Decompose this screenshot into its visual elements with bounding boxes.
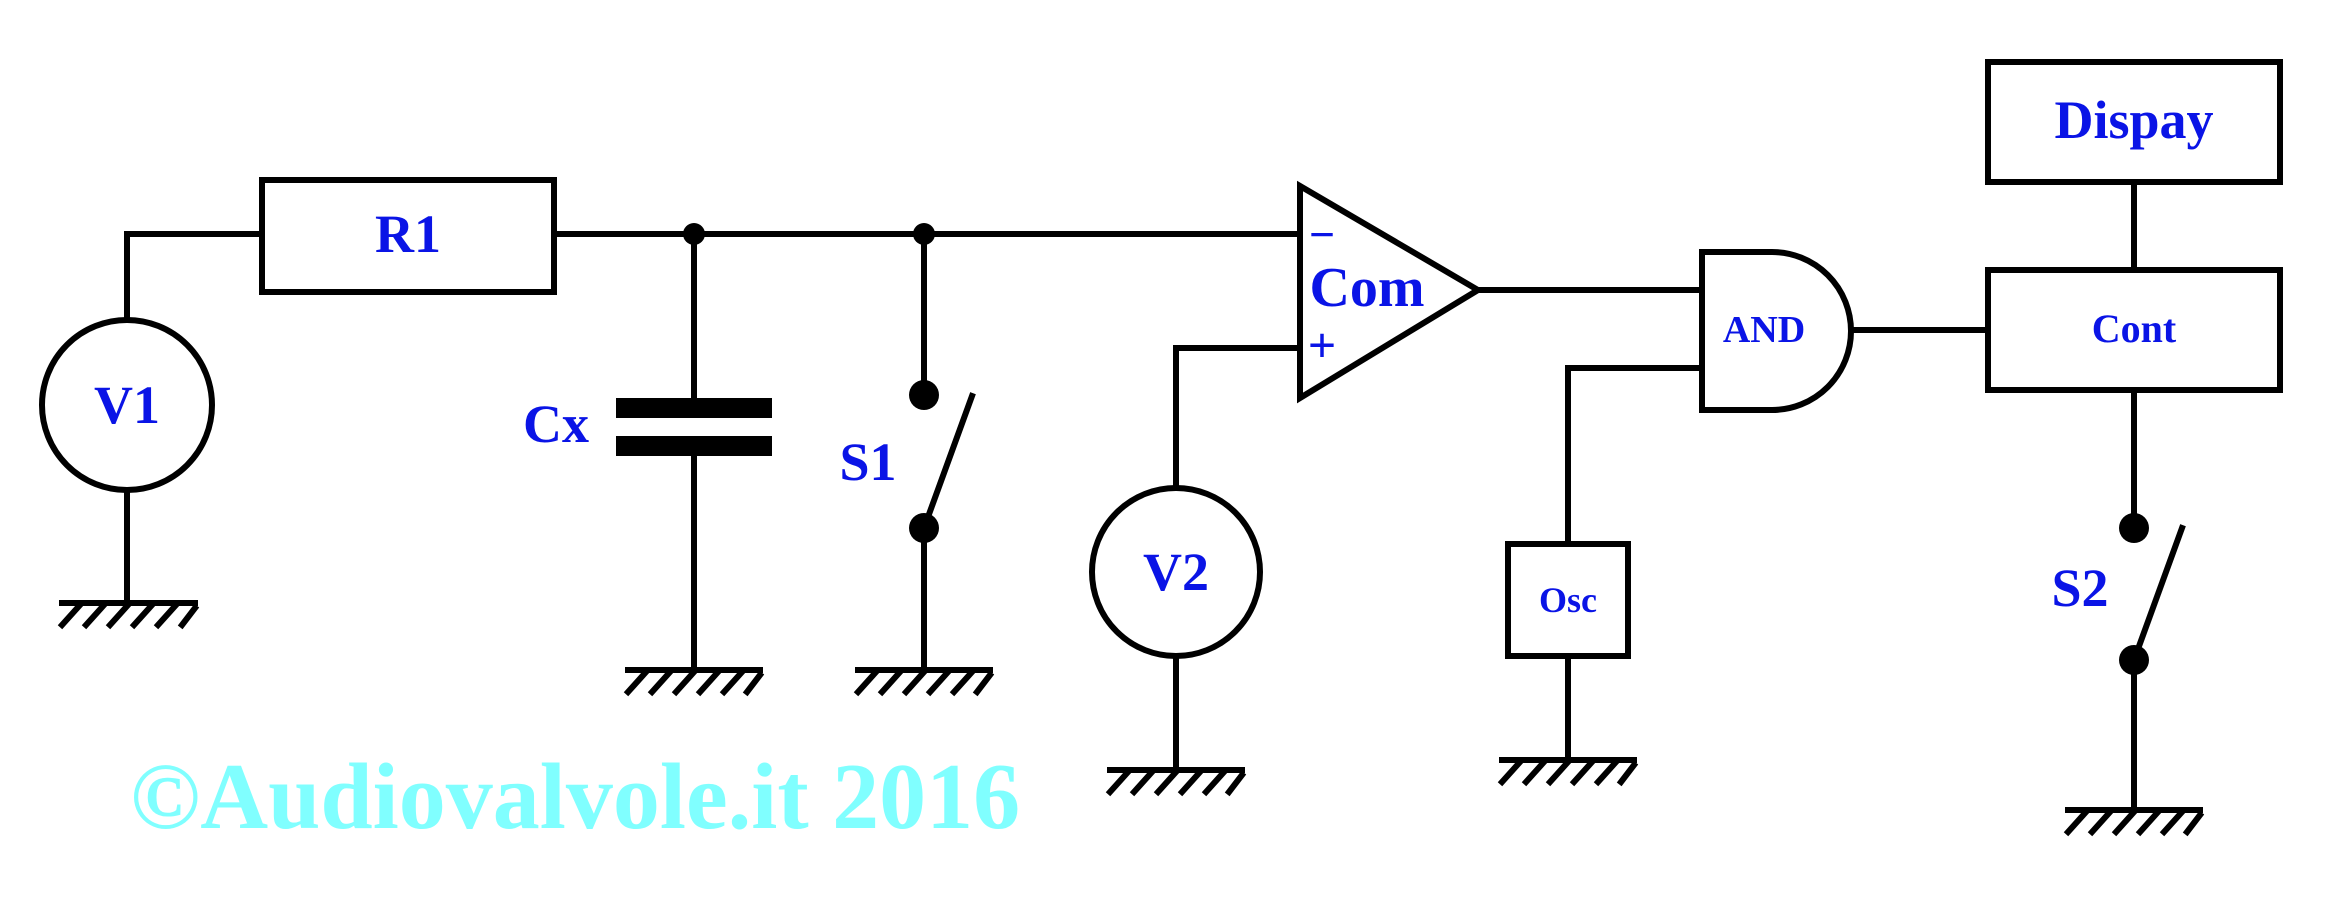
wire-osc-to-and — [1565, 365, 1705, 547]
ground-symbol-v1 — [57, 600, 200, 630]
s2-label: S2 — [2051, 558, 2108, 618]
ground-symbol-cx — [623, 667, 765, 697]
cx-capacitor — [616, 398, 772, 456]
oscillator: Osc — [1505, 541, 1631, 659]
counter-block: Cont — [1985, 267, 2283, 393]
v2-label: V2 — [1143, 542, 1209, 602]
copyright-watermark: ©Audiovalvole.it 2016 — [130, 745, 1020, 849]
ground-symbol-v2 — [1105, 767, 1247, 797]
cx-label: Cx — [523, 394, 589, 454]
s1-label: S1 — [839, 432, 896, 492]
comparator-minus-sign: − — [1309, 209, 1335, 260]
wire-v2-to-plus — [1173, 345, 1303, 491]
and-label: AND — [1723, 309, 1805, 351]
ground-symbol-s1 — [853, 667, 995, 697]
wire-v1-top — [124, 231, 265, 323]
r1-label: R1 — [375, 204, 441, 264]
v1-label: V1 — [94, 375, 160, 435]
comparator-label: Com — [1309, 257, 1424, 319]
comparator-plus-sign: + — [1308, 317, 1337, 373]
counter-label: Cont — [2092, 306, 2177, 351]
s2-switch — [2119, 513, 2186, 675]
ground-symbol-osc — [1497, 757, 1639, 787]
display-block: Dispay — [1985, 59, 2283, 185]
display-label: Dispay — [2054, 90, 2213, 150]
s1-switch — [909, 380, 976, 543]
r1-resistor: R1 — [259, 177, 557, 295]
ground-symbol-s2 — [2063, 807, 2205, 837]
v1-source: V1 — [39, 317, 215, 493]
v2-source: V2 — [1089, 485, 1263, 659]
and-gate: AND — [1699, 249, 1854, 413]
oscillator-label: Osc — [1539, 580, 1597, 620]
comparator: Com − + — [1297, 180, 1484, 404]
